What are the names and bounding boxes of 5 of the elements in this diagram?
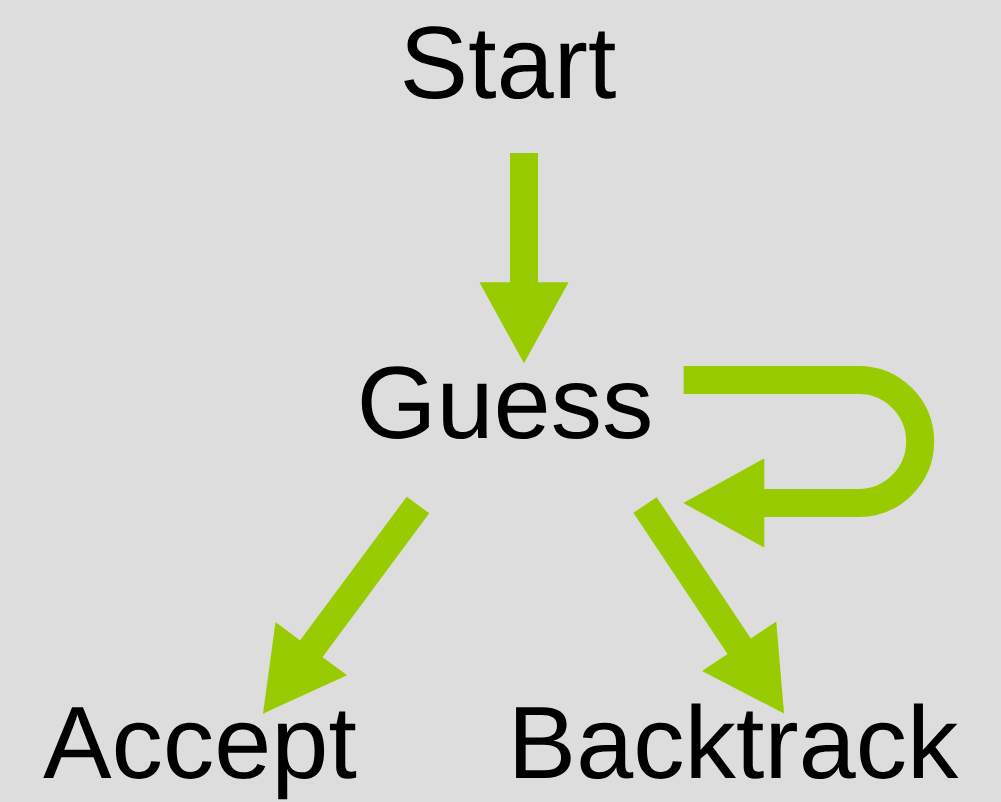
node-label: Accept bbox=[43, 707, 357, 800]
node-label: Backtrack bbox=[516, 703, 959, 779]
node-label: Start bbox=[404, 26, 616, 99]
node-label: Guess bbox=[361, 366, 650, 439]
arrow bbox=[683, 366, 935, 548]
